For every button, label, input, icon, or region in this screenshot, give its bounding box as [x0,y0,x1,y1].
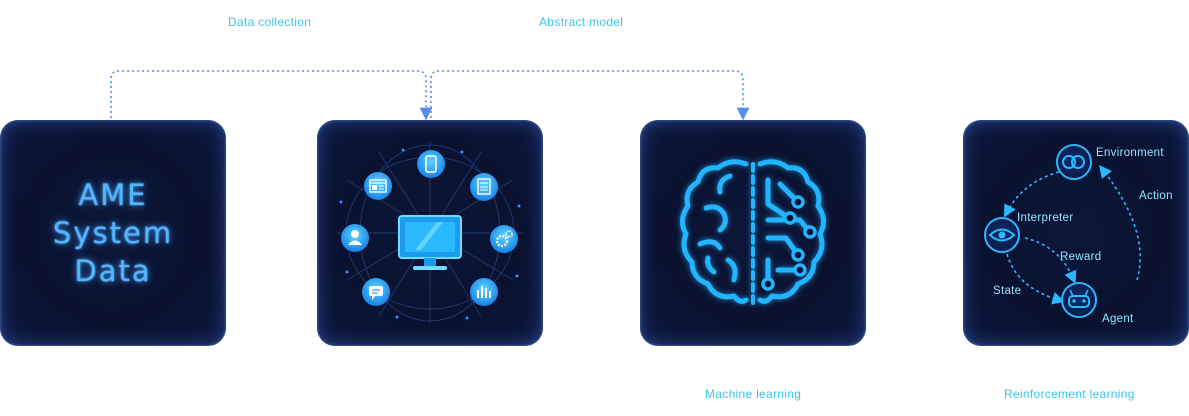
monitor-icon [398,215,462,270]
collection-network [337,142,523,324]
rl-label-state: State [993,285,1021,297]
user-icon [341,224,369,252]
label-machine-learning: Machine learning [705,387,802,401]
ame-title-line1: AME [78,178,148,212]
rl-cycle-diagram: Environment Interpreter Reward Action St… [984,144,1173,325]
browser-icon [364,172,392,200]
environment-icon [1056,144,1092,180]
rl-label-reward: Reward [1060,251,1101,263]
label-abstract-model: Abstract model [539,15,624,29]
bar-chart-icon [470,278,498,306]
label-reinforcement-learning: Reinforcement learning [1004,387,1135,401]
panel-ame-system-data: AME System Data [0,120,226,346]
rl-label-action: Action [1139,190,1173,202]
connector-abstract [430,70,750,121]
chat-icon [362,278,390,306]
connector-collection [110,70,433,121]
rl-label-agent: Agent [1102,313,1134,325]
eye-icon [984,217,1020,253]
rl-label-environment: Environment [1096,147,1164,159]
phone-icon [417,150,445,178]
document-icon [470,173,498,201]
ame-title-line3: Data [74,254,152,288]
gear-icon [490,225,518,253]
panel-reinforcement-learning: Environment Interpreter Reward Action St… [963,120,1189,346]
panel-machine-learning [640,120,866,346]
brain-circuit-icon [680,159,826,306]
label-data-collection: Data collection [228,15,312,29]
rl-label-interpreter: Interpreter [1017,212,1073,224]
panel-data-collection [317,120,543,346]
robot-icon [1061,282,1097,318]
ame-title-line2: System [52,216,174,250]
